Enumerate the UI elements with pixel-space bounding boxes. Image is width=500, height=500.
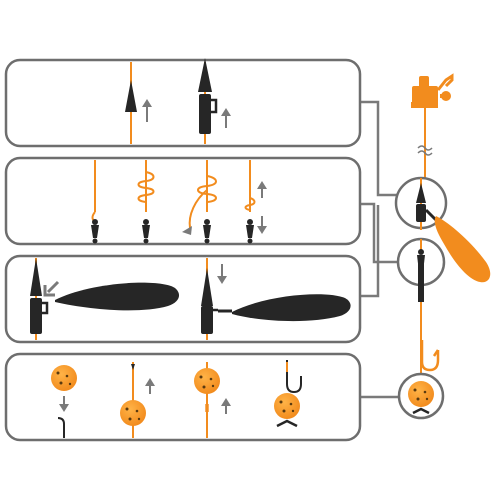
boilie-icon (194, 368, 220, 394)
up-arrow-icon (221, 398, 231, 414)
baiting-needle-icon (57, 417, 65, 438)
tail-rubber-icon (30, 258, 42, 296)
swivel-icon (246, 219, 254, 244)
up-down-arrow-icon (257, 181, 267, 234)
lead-weight-icon (434, 216, 491, 283)
down-arrow-icon (217, 264, 227, 284)
swivel-icon (91, 219, 99, 244)
boilie-icon (408, 381, 434, 407)
lead-clip-icon (199, 94, 211, 134)
panel-step-4 (4, 352, 362, 442)
swivel-icon (203, 219, 211, 244)
down-left-arrow-icon (43, 280, 60, 297)
tail-rubber-icon (125, 80, 137, 112)
boilie-icon (274, 393, 300, 419)
boilie-icon (120, 400, 146, 426)
boilie-stop-icon (412, 407, 430, 415)
hook-icon (286, 360, 302, 394)
up-arrow-icon (145, 378, 155, 394)
boilie-icon (51, 365, 77, 391)
panel-step-1 (4, 58, 362, 148)
line-break-icon (417, 145, 433, 156)
panel-step-3 (4, 254, 362, 344)
up-arrow-icon (221, 108, 231, 128)
connector-lines (360, 100, 400, 399)
left-arrow-icon (182, 226, 192, 235)
connector-panel-2 (360, 202, 398, 264)
up-arrow-icon (142, 99, 152, 122)
panel-4-contents (51, 360, 302, 438)
lead-weight-icon (232, 294, 351, 322)
swivel-icon (142, 219, 150, 244)
lead-weight-icon (55, 282, 180, 311)
panel-step-2 (4, 156, 362, 246)
reel-icon (411, 73, 454, 108)
connector-panel-3 (360, 205, 380, 298)
panel-1-contents (125, 58, 231, 144)
boilie-stop-icon (276, 419, 298, 428)
assembled-rig (394, 73, 491, 420)
tail-rubber-icon (198, 58, 212, 92)
lead-clip-icon (201, 306, 213, 334)
connector-panel-1 (360, 100, 400, 197)
lead-clip-icon (30, 298, 42, 334)
hook-icon (420, 340, 440, 372)
panel-2-contents (91, 160, 267, 244)
down-arrow-icon (59, 396, 69, 412)
tail-rubber-icon (201, 268, 213, 306)
panel-3-contents (30, 258, 351, 340)
